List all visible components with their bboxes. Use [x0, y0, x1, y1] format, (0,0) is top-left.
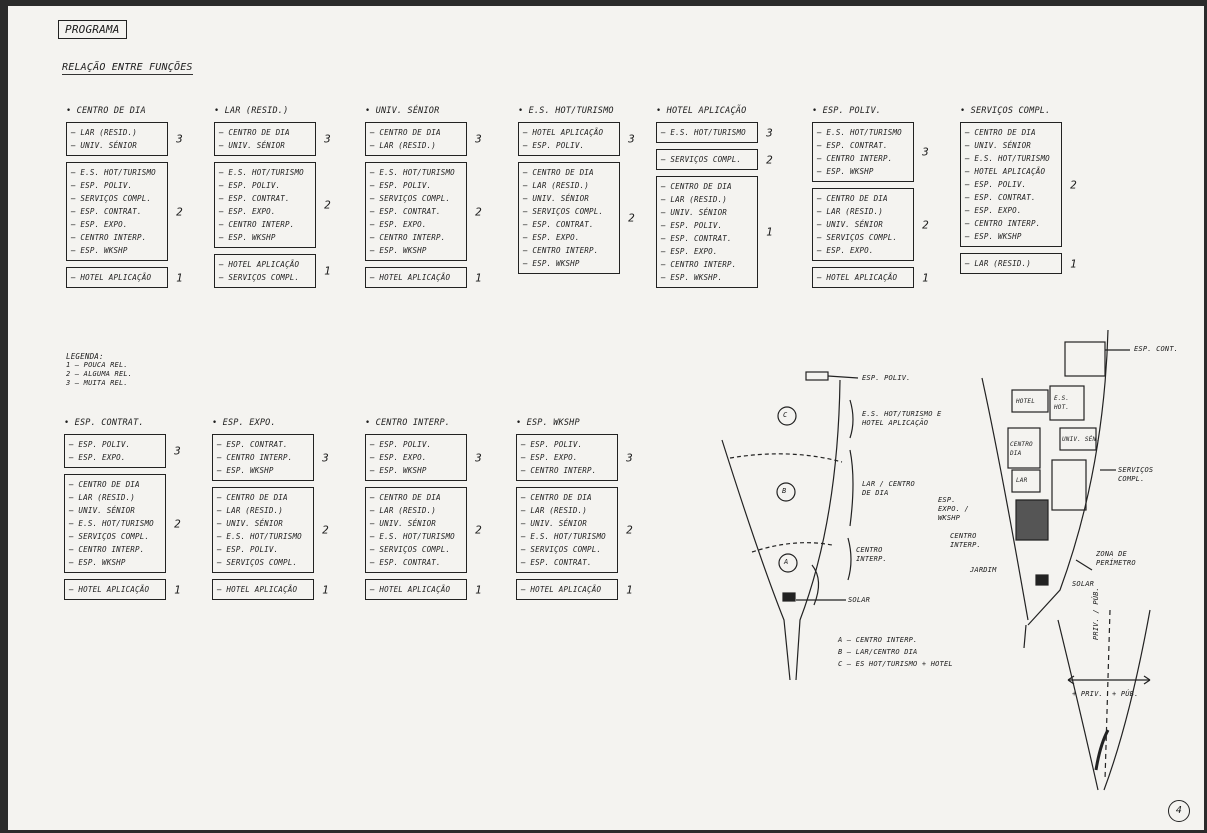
sketch1-key-item: B — LAR/CENTRO DIA: [838, 648, 917, 657]
funnel-right-edge: [796, 380, 840, 680]
centro-interp-label: CENTRO INTERP.: [950, 532, 990, 550]
zona-perimetro-label: ZONA DE PERÍMETRO: [1096, 550, 1156, 568]
sketch2-solar-label: SOLAR: [1072, 580, 1094, 589]
jardim-label: JARDIM: [970, 566, 997, 575]
es-hot-label: E.S. HOT.: [1054, 394, 1082, 412]
sketch1-key-item: A — CENTRO INTERP.: [838, 636, 917, 645]
site-left-edge: [982, 378, 1028, 620]
priv-pub-label: PRIV. / PÚB.: [1092, 587, 1101, 640]
univ-sen-label: UNIV. SÉN.: [1062, 435, 1100, 444]
zone-divider: [730, 454, 842, 462]
esp-poliv-rect: [806, 372, 828, 380]
solar-label: SOLAR: [848, 596, 870, 605]
zone-c-label: C: [783, 411, 792, 420]
sketch2-top-label: ESP. CONT.: [1134, 345, 1178, 354]
serv-compl-label: SERVIÇOS COMPL.: [1118, 466, 1158, 484]
zone-a-desc: CENTRO INTERP.: [856, 546, 900, 564]
pub-label: + PÚB.: [1112, 690, 1139, 699]
zone-a-label: A: [784, 558, 793, 567]
zone-divider: [752, 543, 832, 552]
priv-label: + PRIV.: [1072, 690, 1103, 699]
zone-b-label: B: [782, 487, 791, 496]
sketch1-key-item: C — ES HOT/TURISMO + HOTEL: [838, 660, 953, 669]
zone-b-desc: LAR / CENTRO DE DIA: [862, 480, 922, 498]
esp-cont-rect: [1065, 342, 1105, 376]
sketch1-top-label: ESP. POLIV.: [862, 374, 911, 383]
hotel-label: HOTEL: [1016, 397, 1035, 406]
page-number: 4: [1168, 800, 1190, 822]
centro-dia-label: CENTRO DIA: [1010, 440, 1038, 458]
esp-expo-label: ESP. EXPO. / WKSHP: [938, 496, 974, 523]
lar-label: LAR: [1016, 476, 1027, 485]
zone-c-desc: E.S. HOT/TURISMO E HOTEL APLICAÇÃO: [862, 410, 952, 428]
